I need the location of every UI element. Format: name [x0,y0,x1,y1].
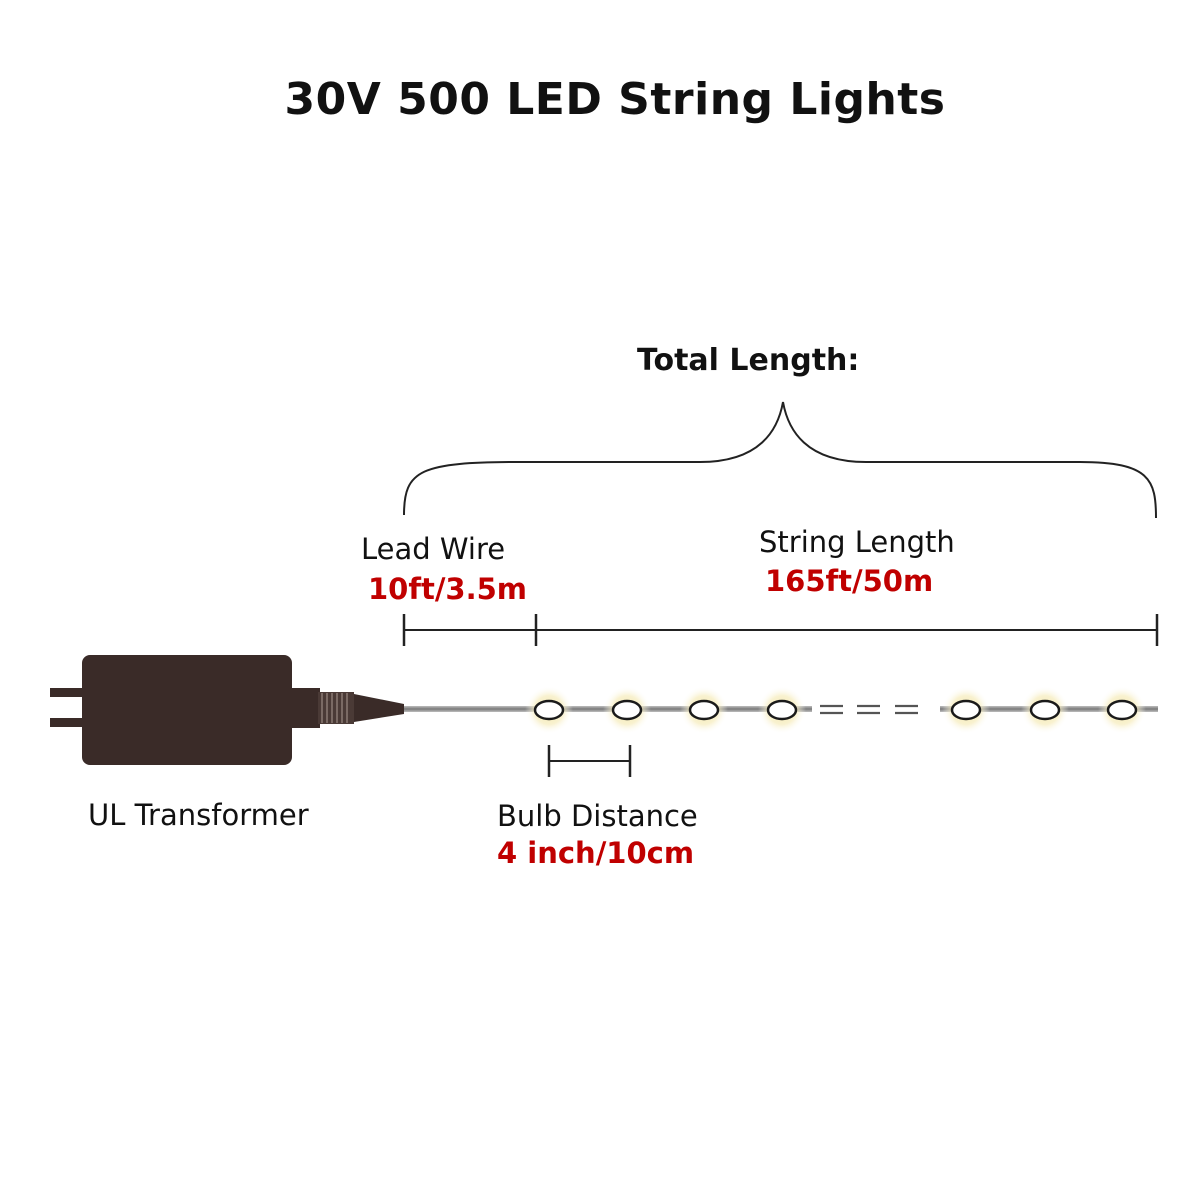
lead-wire-label: Lead Wire [361,532,506,566]
page-title: 30V 500 LED String Lights [284,74,946,125]
plug-prongs-icon [50,688,84,727]
led-bulb-icon [1098,686,1146,734]
string-length-label: String Length [759,525,955,559]
led-bulb-icon [1021,686,1069,734]
bulb-distance-value: 4 inch/10cm [497,836,695,870]
led-bulb-icon [942,686,990,734]
transformer-label: UL Transformer [88,798,309,832]
led-bulb-icon [680,686,728,734]
led-bulb-icon [603,686,651,734]
lead-wire-dimension [402,614,538,646]
led-bulb-icon [758,686,806,734]
lead-wire-value: 10ft/3.5m [368,572,528,606]
transformer-icon [82,655,292,765]
string-length-dimension [536,614,1159,646]
bulb-distance-dimension [547,745,632,777]
bulb-distance-label: Bulb Distance [497,799,698,833]
transformer-connector [292,688,404,728]
led-bulb-icon [525,686,573,734]
total-length-brace [403,401,1157,519]
total-length-label: Total Length: [637,343,860,378]
string-length-value: 165ft/50m [765,564,934,598]
wire-continuation-dashes [820,704,918,715]
